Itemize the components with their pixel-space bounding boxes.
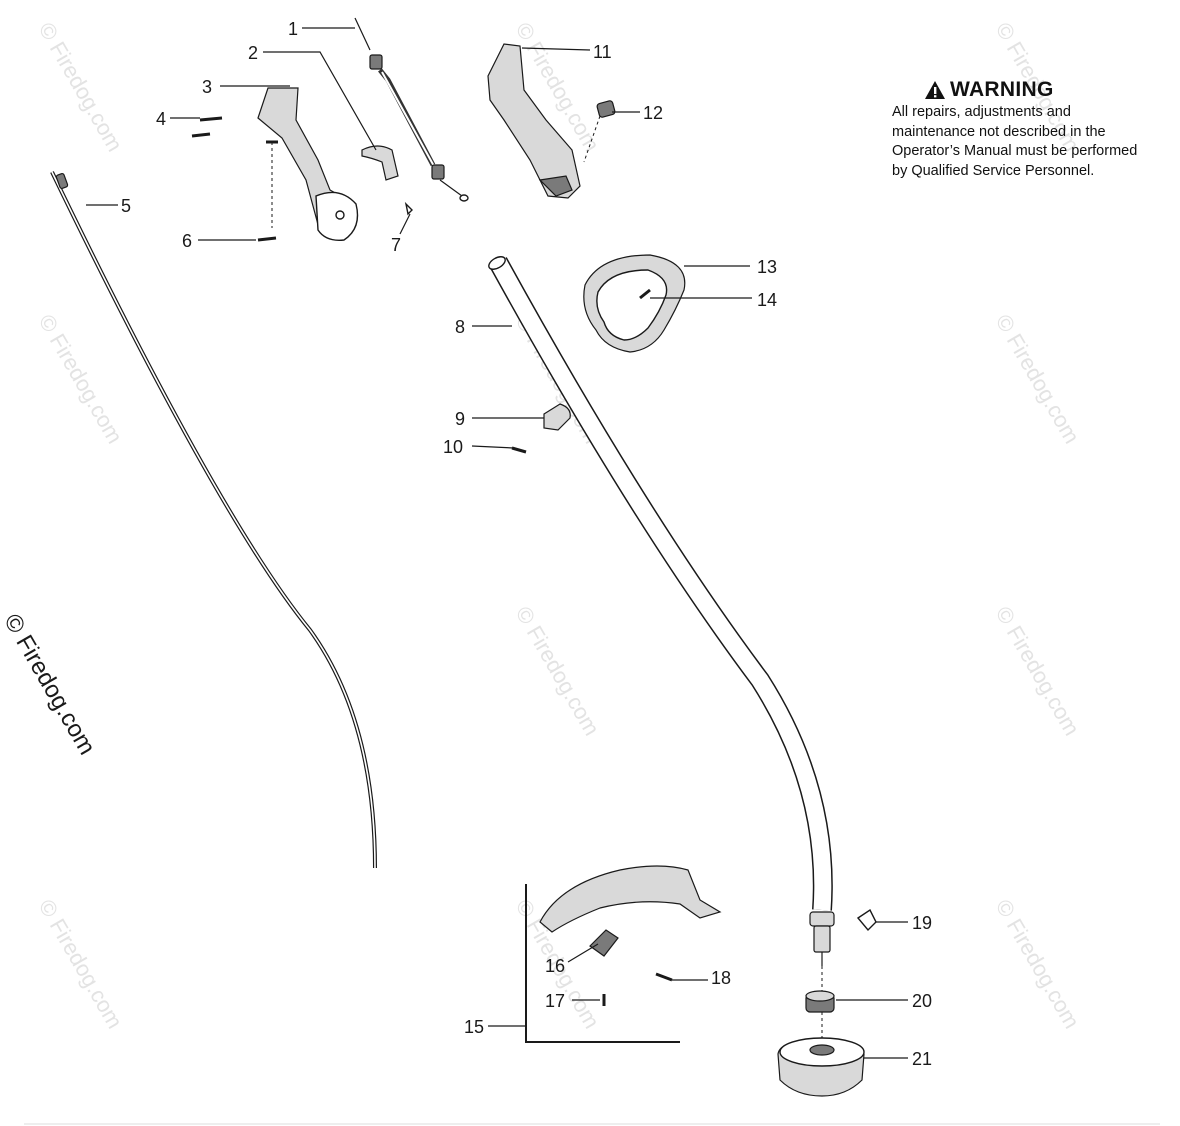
callout-16: 16	[545, 956, 565, 976]
callout-13: 13	[757, 257, 777, 277]
part-12-knob	[583, 100, 616, 163]
callout-5: 5	[121, 196, 131, 216]
warning-title: WARNING	[950, 78, 1054, 101]
part-6-screw	[257, 140, 278, 242]
watermark: © Firedog.com	[34, 18, 128, 156]
callout-11: 11	[593, 42, 612, 62]
callout-3: 3	[202, 77, 212, 97]
part-1-throttle-cable	[354, 17, 469, 202]
callout-numbers: 1 2 3 4 5 6 7 8 9 10 11 12 13 14 15 16 1…	[121, 19, 932, 1069]
part-4-screws	[191, 116, 223, 138]
watermark: © Firedog.com	[991, 310, 1085, 448]
watermark: © Firedog.com	[991, 602, 1085, 740]
warning-heading: WARNING	[924, 78, 1152, 102]
part-9-switch	[543, 403, 571, 431]
callout-4: 4	[156, 109, 166, 129]
part-20-nut	[805, 966, 835, 1040]
part-7-clip	[404, 201, 413, 216]
callout-21: 21	[912, 1049, 932, 1069]
callout-12: 12	[643, 103, 663, 123]
part-18-screw	[655, 972, 673, 982]
warning-notice: WARNING All repairs, adjustments and mai…	[892, 78, 1152, 181]
watermark: © Firedog.com	[34, 895, 128, 1033]
part-14-bolt	[639, 288, 651, 300]
watermark: © Firedog.com	[991, 895, 1085, 1033]
part-2-throttle-trigger	[361, 145, 399, 181]
part-13-d-handle	[583, 254, 686, 353]
callout-20: 20	[912, 991, 932, 1011]
callout-18: 18	[711, 968, 731, 988]
part-19-wing-bolt	[809, 908, 877, 966]
callout-10: 10	[443, 437, 463, 457]
callout-8: 8	[455, 317, 465, 337]
part-11-handle-half	[487, 43, 581, 199]
watermark: © Firedog.com	[511, 602, 605, 740]
warning-triangle-icon	[925, 81, 945, 99]
callout-15: 15	[464, 1017, 484, 1037]
part-5-drive-shaft	[50, 171, 377, 869]
callout-2: 2	[248, 43, 258, 63]
watermark: © Firedog.com	[34, 310, 128, 448]
part-16-guard	[539, 865, 722, 957]
callout-1: 1	[288, 19, 298, 39]
part-3-handle-housing	[257, 87, 359, 241]
part-21-trimmer-head	[777, 1037, 865, 1097]
part-8-shaft-tube	[488, 256, 833, 911]
warning-text: All repairs, adjustments and maintenance…	[892, 104, 1138, 179]
callout-9: 9	[455, 409, 465, 429]
part-15-guard-assembly-bracket	[525, 884, 680, 1043]
callout-19: 19	[912, 913, 932, 933]
callout-14: 14	[757, 290, 777, 310]
part-10-screw	[511, 446, 527, 454]
callout-7: 7	[391, 235, 401, 255]
callout-leaders	[86, 27, 908, 1059]
callout-6: 6	[182, 231, 192, 251]
callout-17: 17	[545, 991, 565, 1011]
